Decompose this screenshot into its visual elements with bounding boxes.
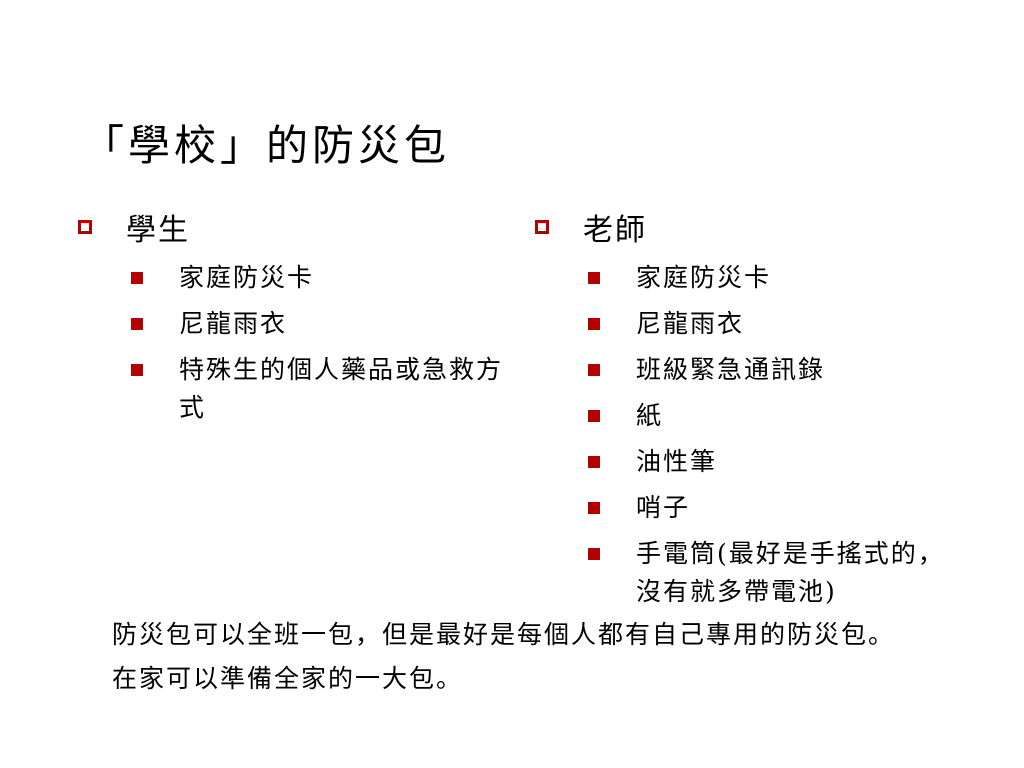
list-item-text: 特殊生的個人藥品或急救方式	[179, 355, 504, 422]
list-item-text: 油性筆	[636, 447, 718, 476]
bullet-heading-teachers: 老師	[535, 203, 945, 251]
square-bullet-icon	[588, 456, 600, 468]
list-item: 尼龍雨衣	[588, 305, 945, 343]
list-item-text: 手電筒(最好是手搖式的，沒有就多帶電池)	[636, 539, 945, 606]
heading-label: 學生	[126, 213, 190, 248]
footnote-text: 防災包可以全班一包，但是最好是每個人都有自己專用的防災包。在家可以準備全家的一大…	[112, 620, 896, 693]
list-item-text: 尼龍雨衣	[636, 309, 745, 338]
heading-label: 老師	[583, 213, 647, 248]
list-item: 手電筒(最好是手搖式的，沒有就多帶電池)	[588, 535, 945, 611]
students-item-list: 家庭防災卡 尼龍雨衣 特殊生的個人藥品或急救方式	[78, 259, 508, 427]
column-teachers: 老師 家庭防災卡 尼龍雨衣 班級緊急通訊錄 紙 油性筆	[535, 203, 945, 611]
list-item: 哨子	[588, 489, 945, 527]
square-bullet-icon	[131, 272, 143, 284]
square-bullet-icon	[131, 318, 143, 330]
square-bullet-icon	[588, 502, 600, 514]
list-item: 班級緊急通訊錄	[588, 351, 945, 389]
list-item-text: 哨子	[636, 493, 691, 522]
teachers-item-list: 家庭防災卡 尼龍雨衣 班級緊急通訊錄 紙 油性筆 哨子	[535, 259, 945, 611]
list-item-text: 班級緊急通訊錄	[636, 355, 826, 384]
list-item: 油性筆	[588, 443, 945, 481]
list-item: 尼龍雨衣	[131, 305, 508, 343]
square-bullet-icon	[588, 364, 600, 376]
column-students: 學生 家庭防災卡 尼龍雨衣 特殊生的個人藥品或急救方式	[78, 203, 508, 427]
list-item-text: 家庭防災卡	[636, 263, 772, 292]
list-item: 家庭防災卡	[131, 259, 508, 297]
list-item-text: 尼龍雨衣	[179, 309, 288, 338]
list-item-text: 家庭防災卡	[179, 263, 315, 292]
square-bullet-icon	[588, 548, 600, 560]
square-bullet-icon	[588, 410, 600, 422]
list-item: 家庭防災卡	[588, 259, 945, 297]
list-item: 特殊生的個人藥品或急救方式	[131, 351, 508, 427]
bullet-heading-students: 學生	[78, 203, 508, 251]
slide-title: 「學校」的防災包	[82, 121, 451, 170]
list-item: 紙	[588, 397, 945, 435]
hollow-square-bullet-icon	[78, 220, 92, 234]
square-bullet-icon	[131, 364, 143, 376]
list-item-text: 紙	[636, 401, 664, 430]
square-bullet-icon	[588, 318, 600, 330]
hollow-square-bullet-icon	[535, 220, 549, 234]
square-bullet-icon	[588, 272, 600, 284]
